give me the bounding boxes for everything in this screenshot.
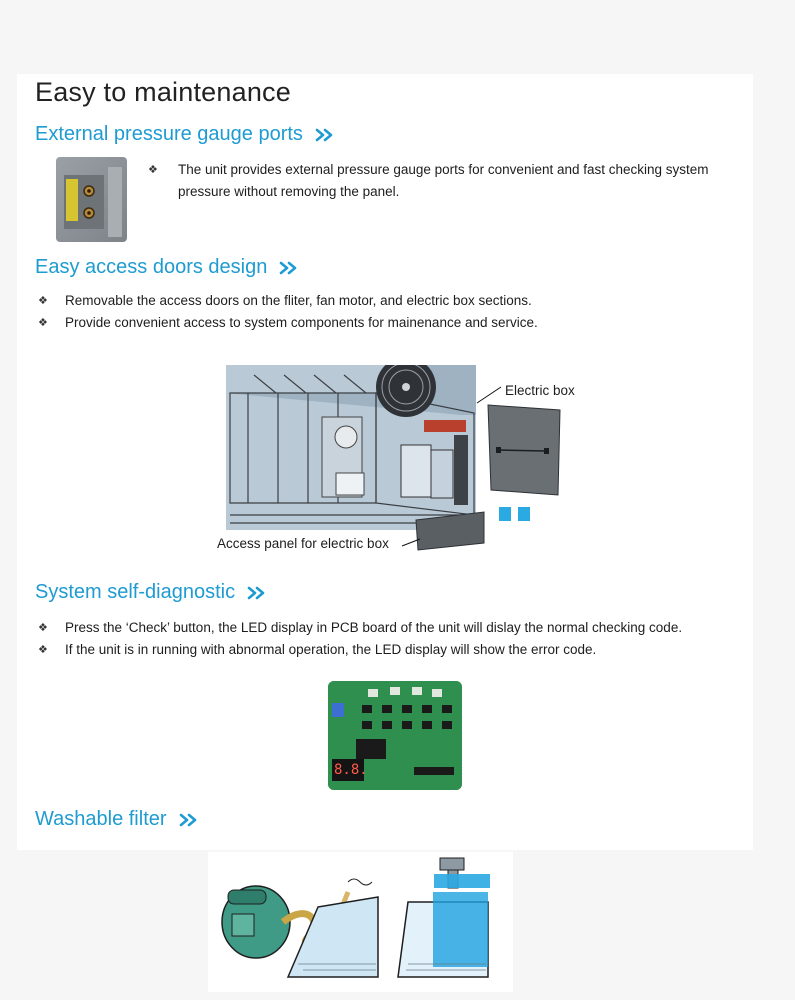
bullet-item: ❖ If the unit is in running with abnormal… — [38, 639, 682, 661]
access-panel-label: Access panel for electric box — [217, 536, 389, 551]
section-heading-washable-filter: Washable filter — [35, 808, 199, 831]
double-chevron-right-icon — [315, 128, 333, 141]
bullet-item: ❖ Provide convenient access to system com… — [38, 312, 538, 334]
bullet-item: ❖ Removable the access doors on the flite… — [38, 290, 538, 312]
pcb-board-photo: 8.8. — [328, 681, 462, 790]
washable-filter-illustration — [208, 852, 513, 992]
access-doors-bullets: ❖ Removable the access doors on the flite… — [38, 290, 538, 334]
four-diamond-bullet-icon: ❖ — [38, 644, 48, 656]
four-diamond-bullet-icon: ❖ — [38, 622, 48, 634]
double-chevron-right-icon — [280, 261, 297, 274]
four-diamond-bullet-icon: ❖ — [38, 295, 48, 307]
section-heading-text: System self-diagnostic — [35, 581, 236, 603]
page-title: Easy to maintenance — [35, 77, 291, 107]
double-chevron-right-icon — [179, 813, 196, 826]
four-diamond-bullet-icon: ❖ — [38, 317, 48, 329]
electric-box-label: Electric box — [505, 383, 575, 398]
section-heading-self-diagnostic: System self-diagnostic — [35, 581, 267, 604]
section-heading-text: Washable filter — [35, 808, 167, 830]
bullet-item: ❖ Press the ‘Check’ button, the LED displ… — [38, 617, 682, 639]
section-heading-access-doors: Easy access doors design — [35, 256, 299, 279]
led-display-readout: 8.8. — [334, 762, 368, 778]
bullet-text: If the unit is in running with abnormal … — [65, 642, 597, 657]
self-diagnostic-bullets: ❖ Press the ‘Check’ button, the LED displ… — [38, 617, 682, 661]
section-heading-gauge-ports: External pressure gauge ports — [35, 123, 335, 146]
bullet-text: Removable the access doors on the fliter… — [65, 293, 532, 308]
four-diamond-bullet-icon: ❖ — [148, 164, 158, 176]
bullet-text: Provide convenient access to system comp… — [65, 315, 538, 330]
bullet-text: Press the ‘Check’ button, the LED displa… — [65, 620, 683, 635]
double-chevron-right-icon — [247, 586, 265, 599]
rooftop-unit-diagram — [226, 365, 566, 555]
section-heading-text: External pressure gauge ports — [35, 123, 303, 145]
gauge-port-photo — [56, 157, 127, 242]
section-heading-text: Easy access doors design — [35, 256, 268, 278]
bullet-text: The unit provides external pressure gaug… — [178, 162, 709, 199]
